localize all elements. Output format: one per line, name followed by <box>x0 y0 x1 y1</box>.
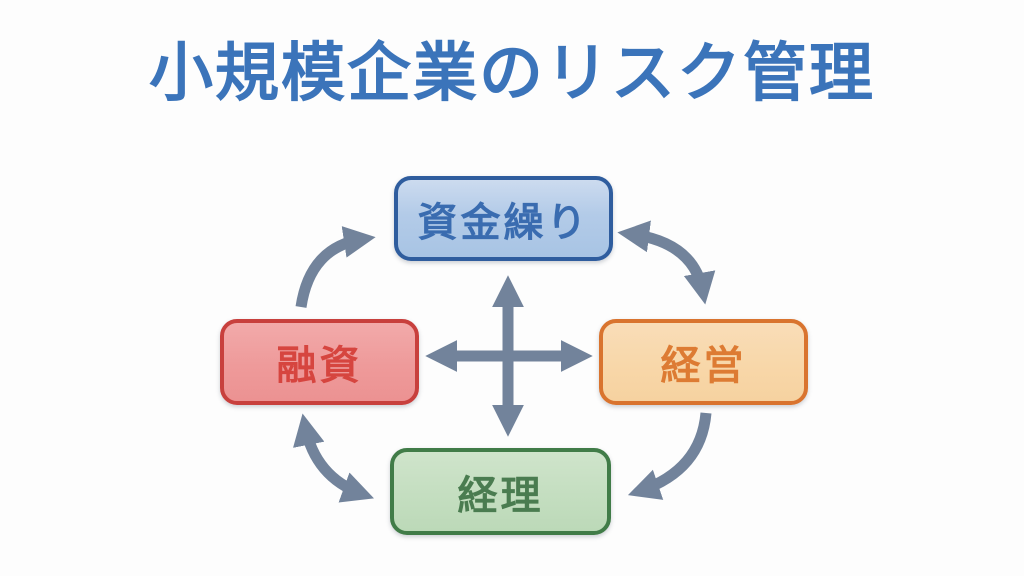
node-financing: 融資 <box>220 319 419 405</box>
center-cross-arrow <box>425 275 593 437</box>
node-management-label: 経営 <box>660 343 747 389</box>
node-cash-flow: 資金繰り <box>394 176 613 261</box>
node-management: 経営 <box>599 319 808 405</box>
arrow-financing-to-cashflow <box>295 226 376 308</box>
node-financing-label: 融資 <box>276 343 363 389</box>
node-accounting-label: 経理 <box>457 472 544 519</box>
arrow-financing-accounting-twoway <box>293 413 374 503</box>
arrow-management-to-accounting <box>627 412 712 500</box>
page-title: 小規模企業のリスク管理 <box>149 37 875 111</box>
node-cash-flow-label: 資金繰り <box>417 199 590 246</box>
arrow-cashflow-management-twoway <box>617 220 716 305</box>
node-accounting: 経理 <box>390 448 611 535</box>
